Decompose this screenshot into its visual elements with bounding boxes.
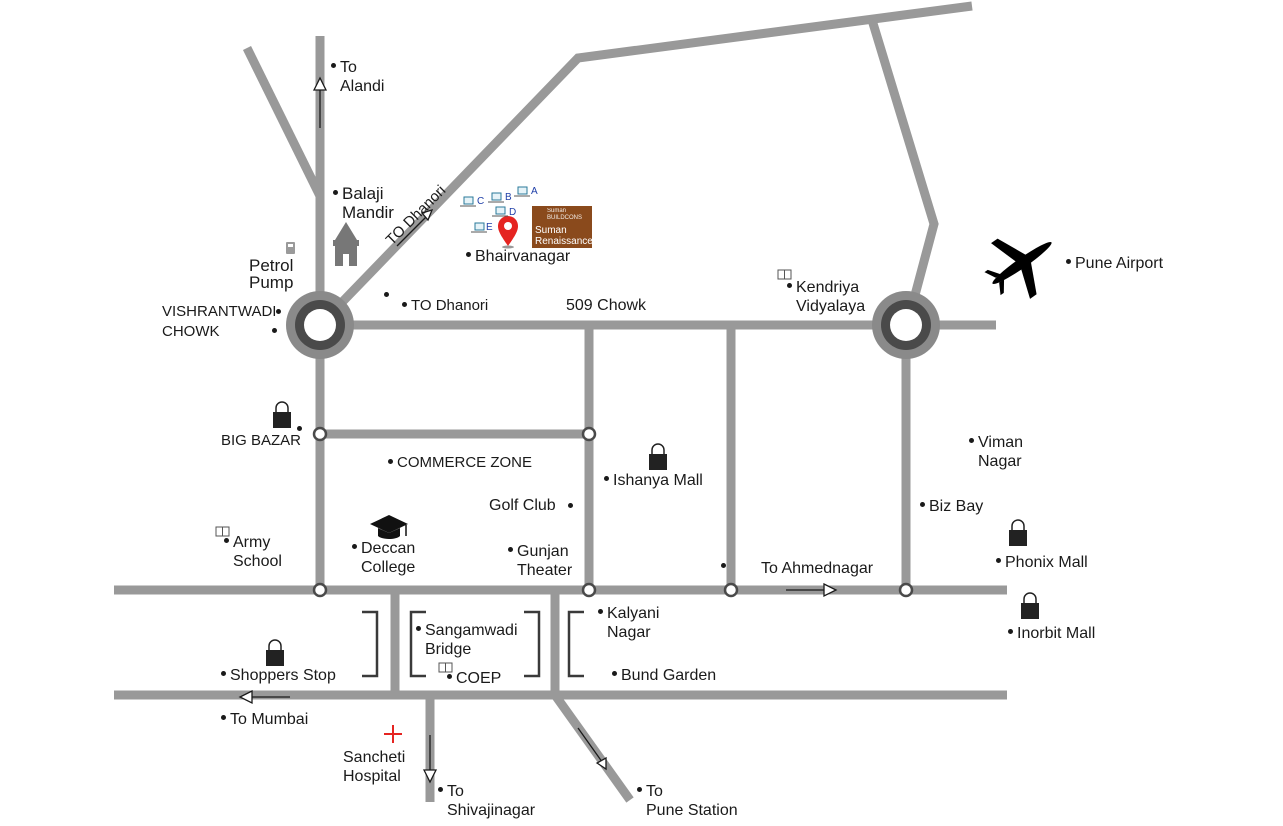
brand-name: Suman Renaissance xyxy=(535,225,593,247)
arrow-up-icon xyxy=(312,76,328,128)
arrow-diag-down-icon xyxy=(577,727,607,771)
dot-marker xyxy=(568,503,573,508)
junction xyxy=(898,582,914,598)
location-pin-icon xyxy=(498,216,518,249)
label-shoppers-stop: Shoppers Stop xyxy=(221,666,336,685)
building-label-b: B xyxy=(505,192,512,203)
label-to-pune-station: To Pune Station xyxy=(637,782,738,820)
building-icons xyxy=(463,186,528,231)
building-label-a: A xyxy=(531,186,538,197)
label-army-school: Army School xyxy=(224,533,282,571)
road-airport-link xyxy=(867,18,939,327)
roundabout-airport xyxy=(872,291,940,359)
building-icon xyxy=(495,206,506,215)
hospital-cross-icon xyxy=(384,725,402,743)
dot-marker xyxy=(276,309,281,314)
dot-marker xyxy=(297,426,302,431)
label-biz-bay: Biz Bay xyxy=(920,497,983,516)
label-inorbit-mall: Inorbit Mall xyxy=(1008,624,1095,643)
airplane-icon xyxy=(984,238,1052,299)
label-to-shivajinagar: To Shivajinagar xyxy=(438,782,535,820)
road-nw-diagonal xyxy=(242,46,325,198)
label-bhairvanagar: Bhairvanagar xyxy=(466,247,570,266)
arrow-down-icon xyxy=(422,735,438,784)
book-icons xyxy=(215,269,792,673)
building-icon xyxy=(491,192,502,201)
dot-marker xyxy=(272,328,277,333)
label-gunjan-theater: Gunjan Theater xyxy=(508,542,572,580)
label-pune-airport: Pune Airport xyxy=(1066,254,1163,273)
label-sancheti-hospital: Sancheti Hospital xyxy=(343,749,406,785)
book-icon xyxy=(438,662,453,673)
label-coep: COEP xyxy=(447,669,501,688)
label-deccan-college: Deccan College xyxy=(352,539,415,577)
label-bund-garden: Bund Garden xyxy=(612,666,716,685)
label-golf-club: Golf Club xyxy=(489,497,556,514)
label-kendriya-vidyalaya: Kendriya Vidyalaya xyxy=(787,278,865,316)
shopping-bag-icon xyxy=(266,639,284,666)
shopping-bag-icon xyxy=(273,401,291,428)
dot-marker xyxy=(721,563,726,568)
direction-arrows xyxy=(238,76,838,784)
label-sangamwadi-bridge: Sangamwadi Bridge xyxy=(416,621,518,659)
building-label-d: D xyxy=(509,207,517,218)
building-label-e: E xyxy=(486,222,493,233)
bracket xyxy=(524,610,541,678)
label-ishanya-mall: Ishanya Mall xyxy=(604,471,703,490)
project-brand-box: Suman BUILDCONS Suman Renaissance xyxy=(532,206,593,248)
temple-icon xyxy=(333,222,359,266)
graduation-cap-icon xyxy=(370,515,408,539)
label-petrol-pump: Petrol Pump xyxy=(249,256,294,292)
arrow-right-icon xyxy=(786,582,838,598)
arrow-left-icon xyxy=(238,689,290,705)
roundabout-vishrantwadi xyxy=(286,291,354,359)
junction xyxy=(581,582,597,598)
book-icon xyxy=(215,526,230,537)
bridge-brackets xyxy=(362,610,584,678)
label-vishrantwadi-chowk: VISHRANTWADI CHOWK xyxy=(162,303,277,340)
label-balaji-mandir: Balaji Mandir xyxy=(333,184,394,222)
label-509-chowk: 509 Chowk xyxy=(566,297,647,314)
building-icon xyxy=(463,196,474,205)
bracket xyxy=(362,610,379,678)
petrol-pump-icon xyxy=(286,242,295,254)
label-to-dhanori: TO Dhanori xyxy=(402,296,488,315)
shopping-bags xyxy=(266,401,1039,666)
building-icon xyxy=(474,222,485,231)
junction xyxy=(581,426,597,442)
bracket xyxy=(409,610,426,678)
shopping-bag-icon xyxy=(1009,519,1027,546)
label-big-bazar: BIG BAZAR xyxy=(221,432,302,449)
road-to-dhanori xyxy=(316,1,973,329)
building-icon xyxy=(517,186,528,195)
arrow-diag-icon xyxy=(396,208,434,247)
bracket xyxy=(567,610,584,678)
label-commerce-zone: COMMERCE ZONE xyxy=(388,453,532,472)
junction xyxy=(723,582,739,598)
junction xyxy=(312,582,328,598)
junctions xyxy=(312,426,914,598)
label-to-mumbai: To Mumbai xyxy=(221,710,308,729)
shopping-bag-icon xyxy=(1021,592,1039,619)
junction xyxy=(312,426,328,442)
label-phonix-mall: Phonix Mall xyxy=(996,553,1088,572)
label-viman-nagar: Viman Nagar xyxy=(969,433,1023,471)
dot-marker xyxy=(384,292,389,297)
building-label-c: C xyxy=(477,196,485,207)
label-to-ahmednagar: To Ahmednagar xyxy=(761,560,874,577)
label-kalyani-nagar: Kalyani Nagar xyxy=(598,604,659,642)
book-icon xyxy=(777,269,792,280)
shopping-bag-icon xyxy=(649,443,667,470)
brand-small: Suman BUILDCONS xyxy=(547,208,583,221)
label-to-alandi: To Alandi xyxy=(331,58,384,96)
